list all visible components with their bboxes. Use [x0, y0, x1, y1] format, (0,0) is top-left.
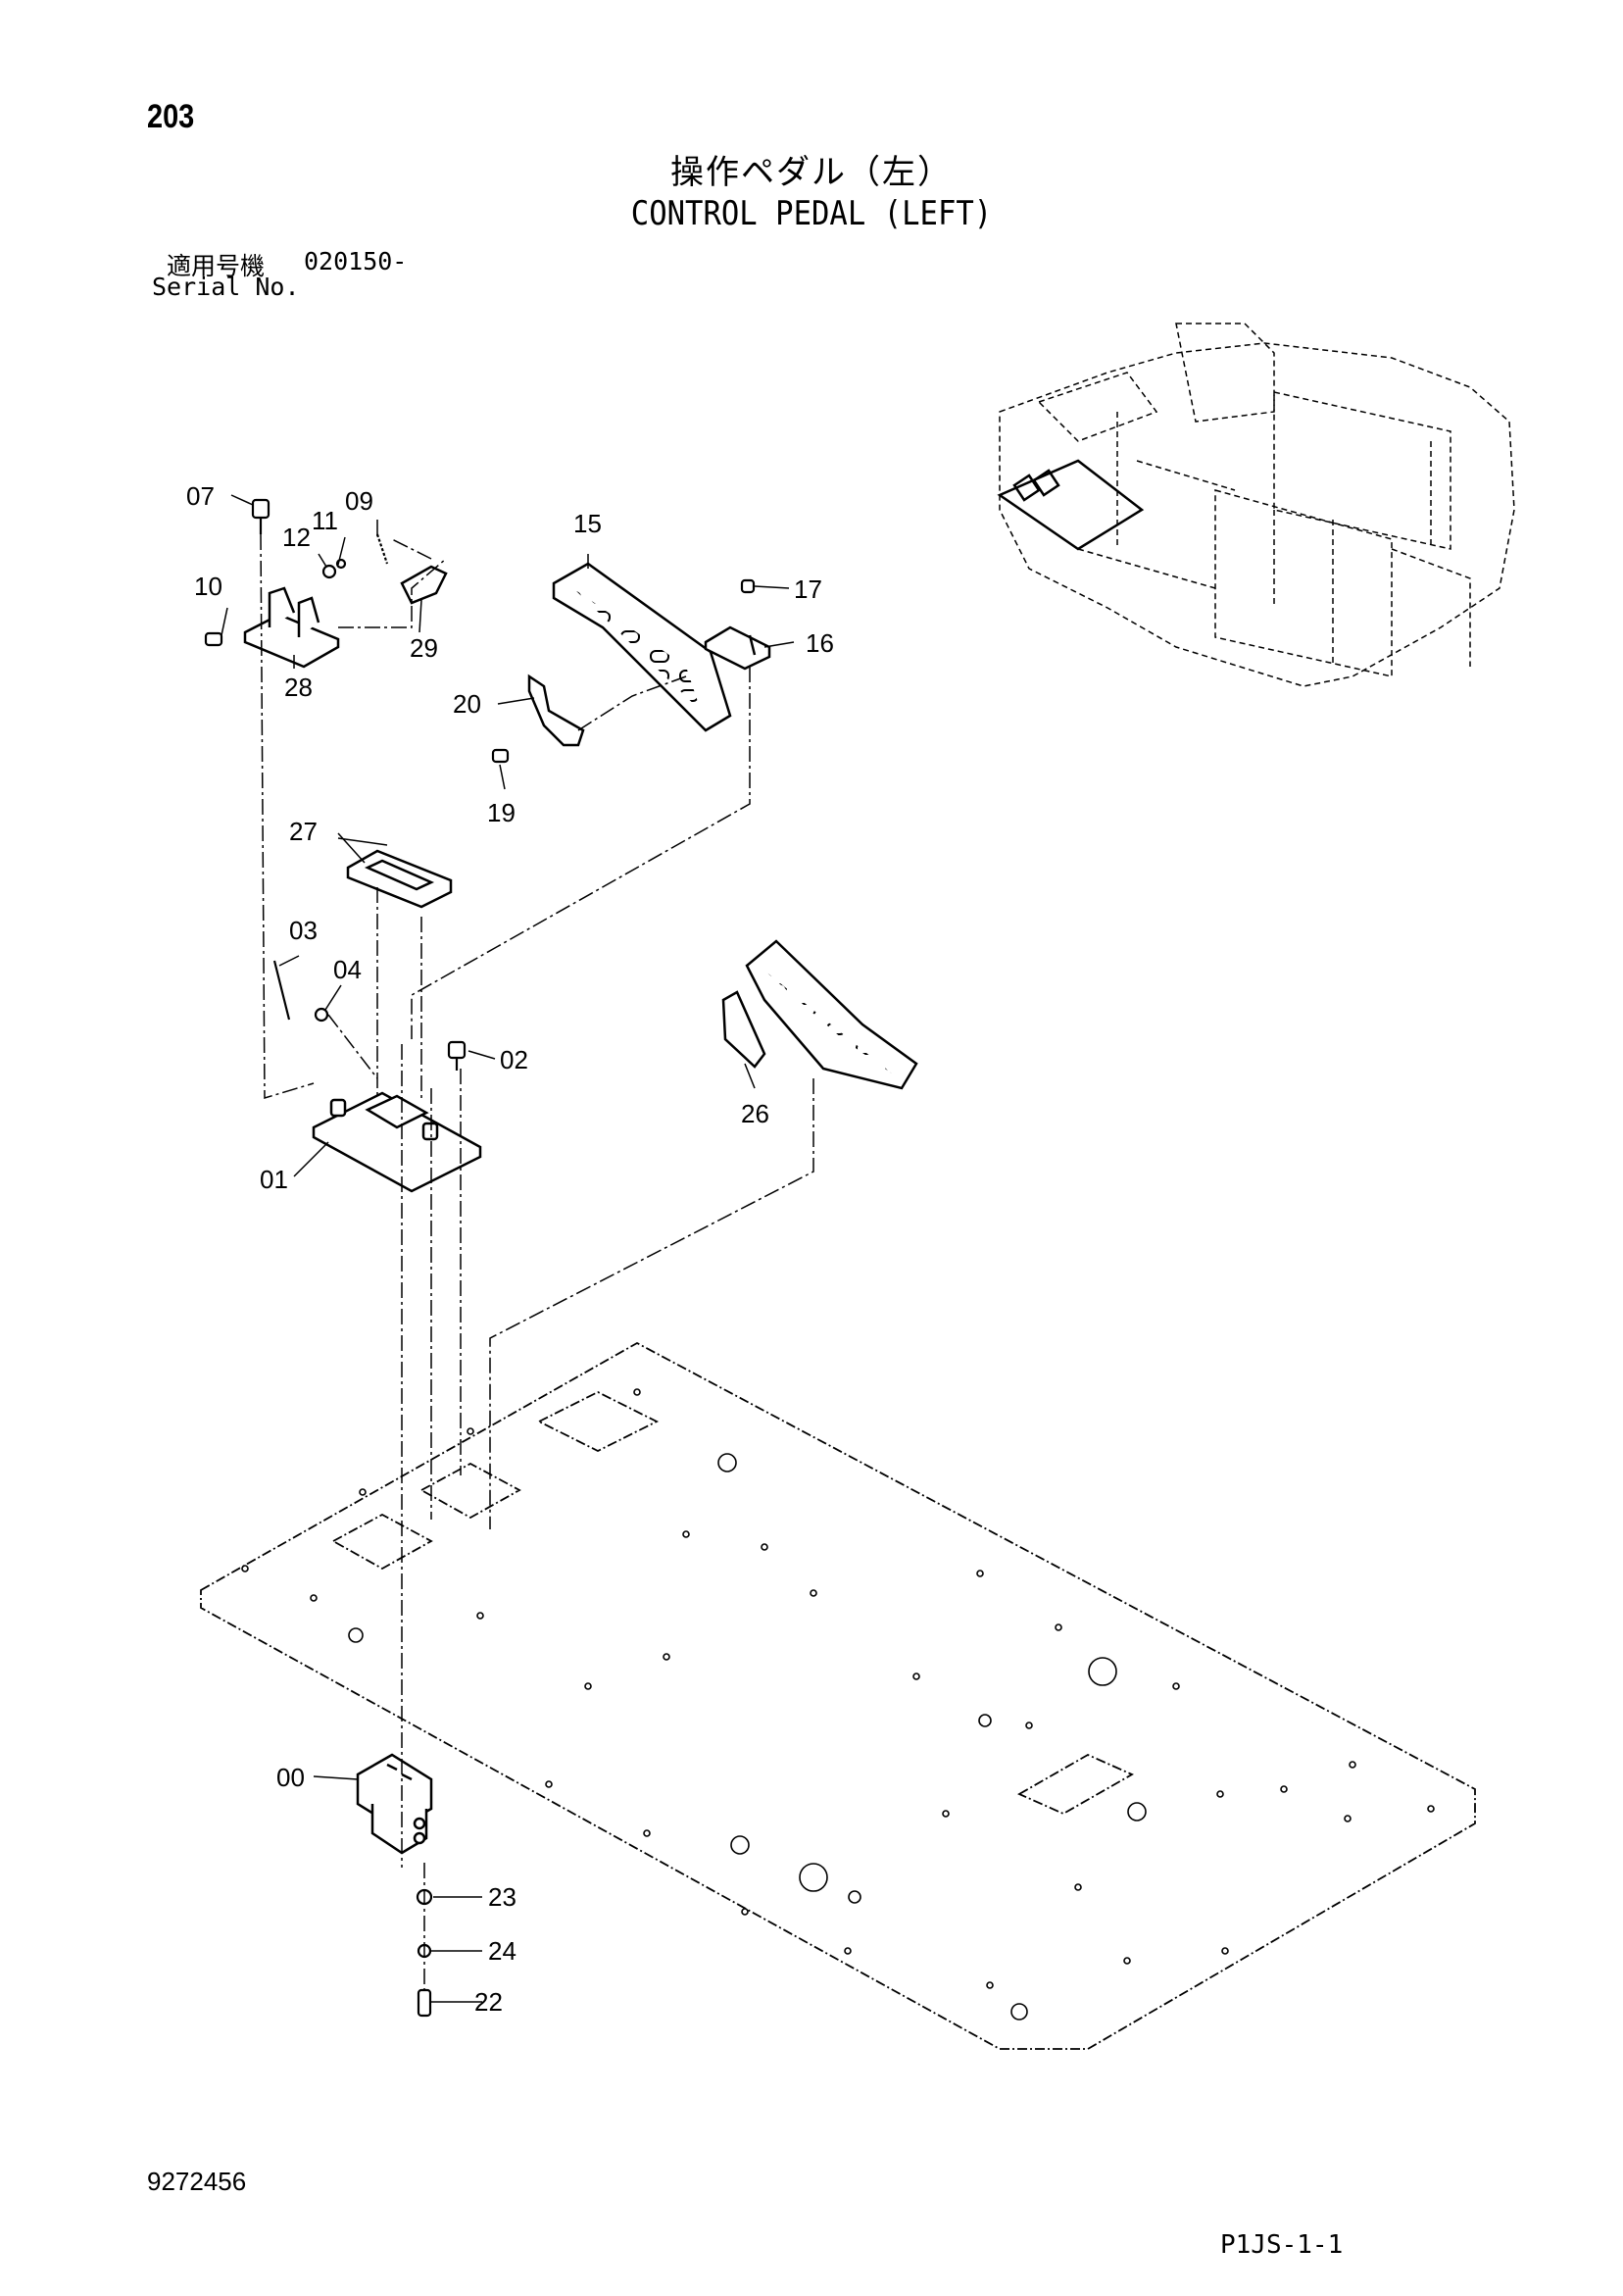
leader-lines	[221, 494, 795, 2003]
callout-24: 24	[488, 1936, 516, 1966]
serial-label-japanese: 適用号機	[167, 252, 266, 280]
callout-15: 15	[573, 509, 602, 538]
sheet-code: P1JS-1-1	[1220, 2230, 1344, 2260]
pedal-cover-grommets	[346, 849, 453, 909]
callout-03: 03	[289, 916, 318, 945]
callout-22: 22	[474, 1987, 503, 2017]
floor-plate-holes	[241, 1388, 1435, 2021]
callout-23: 23	[488, 1882, 516, 1912]
callout-labels: 07 09 11 12 10 28 29 15 17 16 20 19 27 0…	[186, 481, 834, 2017]
pedal-clevis	[400, 565, 448, 605]
callout-10: 10	[194, 572, 222, 601]
machine-overview-inset	[999, 323, 1515, 687]
serial-number-value: 020150-	[304, 247, 408, 275]
diagram-title-english: CONTROL PEDAL (LEFT)	[630, 194, 993, 233]
inset-highlight-floor	[997, 459, 1145, 551]
callout-28: 28	[284, 673, 313, 702]
callout-02: 02	[500, 1045, 528, 1074]
callout-07: 07	[186, 481, 215, 511]
callout-20: 20	[453, 689, 481, 719]
callout-27: 27	[289, 817, 318, 846]
callout-12: 12	[282, 523, 311, 552]
pedal-side-bracket	[704, 625, 771, 671]
pedal-arm	[527, 674, 585, 747]
callout-00: 00	[276, 1763, 305, 1792]
fasteners	[204, 498, 756, 2018]
pedal-valve-body	[356, 1753, 433, 1855]
callout-11: 11	[312, 506, 338, 535]
pedal-pivot-bracket	[243, 586, 340, 669]
callout-19: 19	[487, 798, 516, 827]
diagram-title-japanese: 操作ペダル（左）	[670, 153, 953, 192]
assembly-lines	[260, 533, 814, 1990]
page-number: 203	[147, 98, 195, 135]
callout-26: 26	[741, 1099, 769, 1128]
callout-01: 01	[260, 1165, 288, 1194]
drawing-number: 9272456	[147, 2167, 247, 2196]
pedal-bracket-plate	[312, 1091, 482, 1193]
callout-09: 09	[345, 486, 373, 516]
callout-16: 16	[806, 628, 834, 658]
callout-29: 29	[410, 633, 438, 663]
foot-pedal-plate	[552, 562, 732, 732]
callout-17: 17	[794, 574, 822, 604]
foot-pedal-plate-assembly	[721, 939, 918, 1090]
cab-floor-plate	[200, 1341, 1476, 2050]
serial-label-english: Serial No.	[152, 273, 300, 301]
callout-04: 04	[333, 955, 362, 984]
